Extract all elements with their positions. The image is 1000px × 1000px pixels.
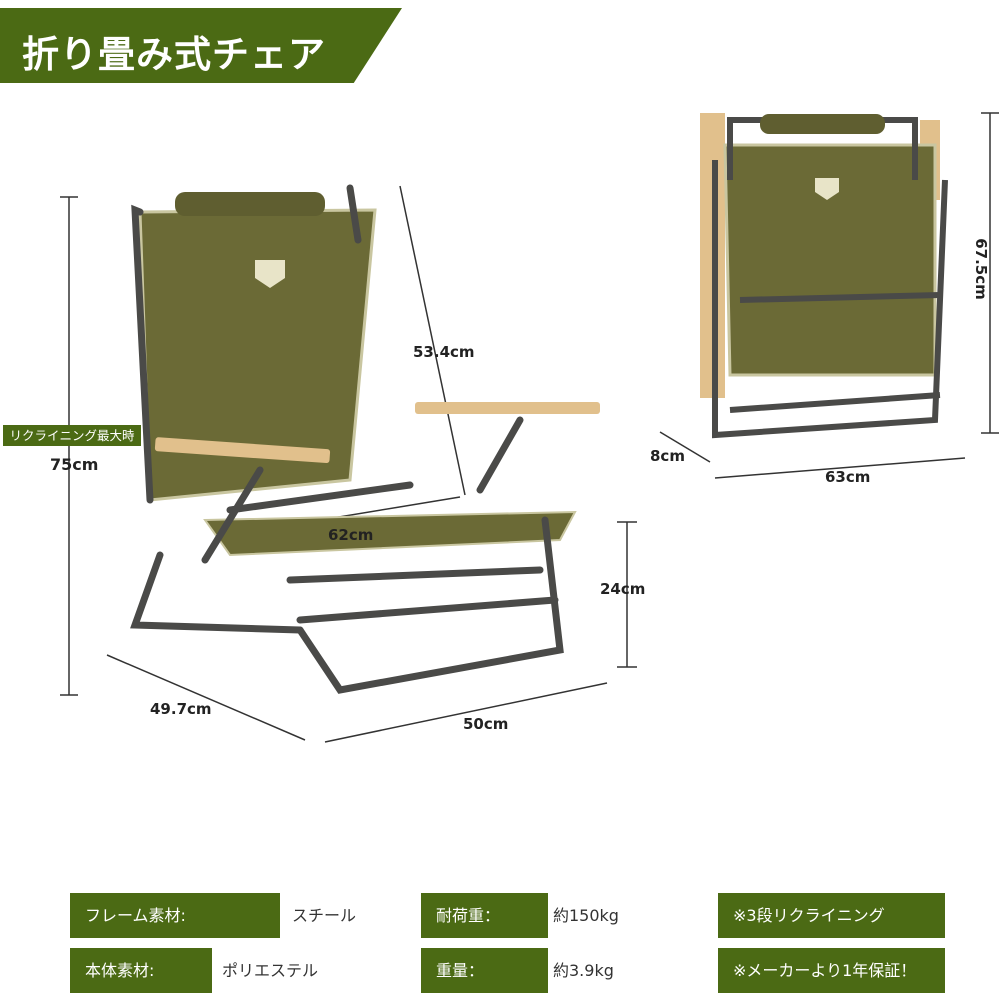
page-title: 折り畳み式チェア [22, 33, 326, 76]
brand-logo [255, 260, 285, 288]
dim-folded-thickness: 8cm [650, 447, 685, 465]
note-warranty: ※メーカーより1年保証！ [718, 948, 945, 993]
spec-label-body: 本体素材: [70, 948, 212, 993]
spec-label-frame: フレーム素材: [70, 893, 280, 938]
chair-folded [700, 113, 948, 439]
dim-seat-width: 62cm [328, 526, 374, 544]
spec-label-weight: 重量： [421, 948, 548, 993]
chair-open [130, 184, 600, 694]
spec-value-frame: スチール [292, 906, 357, 925]
dim-depth: 49.7cm [150, 700, 212, 718]
dim-back-height: 53.4cm [413, 343, 475, 361]
spec-value-load: 約150kg [553, 906, 619, 925]
dim-folded-height: 67.5cm [971, 238, 990, 300]
spec-value-weight: 約3.9kg [553, 961, 614, 980]
dim-width: 50cm [463, 715, 509, 733]
recline-note-badge: リクライニング最大時 [3, 425, 141, 446]
dim-seat-height: 24cm [600, 580, 646, 598]
note-recline: ※3段リクライニング [718, 893, 945, 938]
spec-value-body: ポリエステル [222, 961, 319, 980]
title-banner: 折り畳み式チェア [0, 8, 402, 83]
dim-folded-width: 63cm [825, 468, 871, 486]
spec-label-load: 耐荷重： [421, 893, 548, 938]
dim-total-height: 75cm [50, 455, 99, 474]
